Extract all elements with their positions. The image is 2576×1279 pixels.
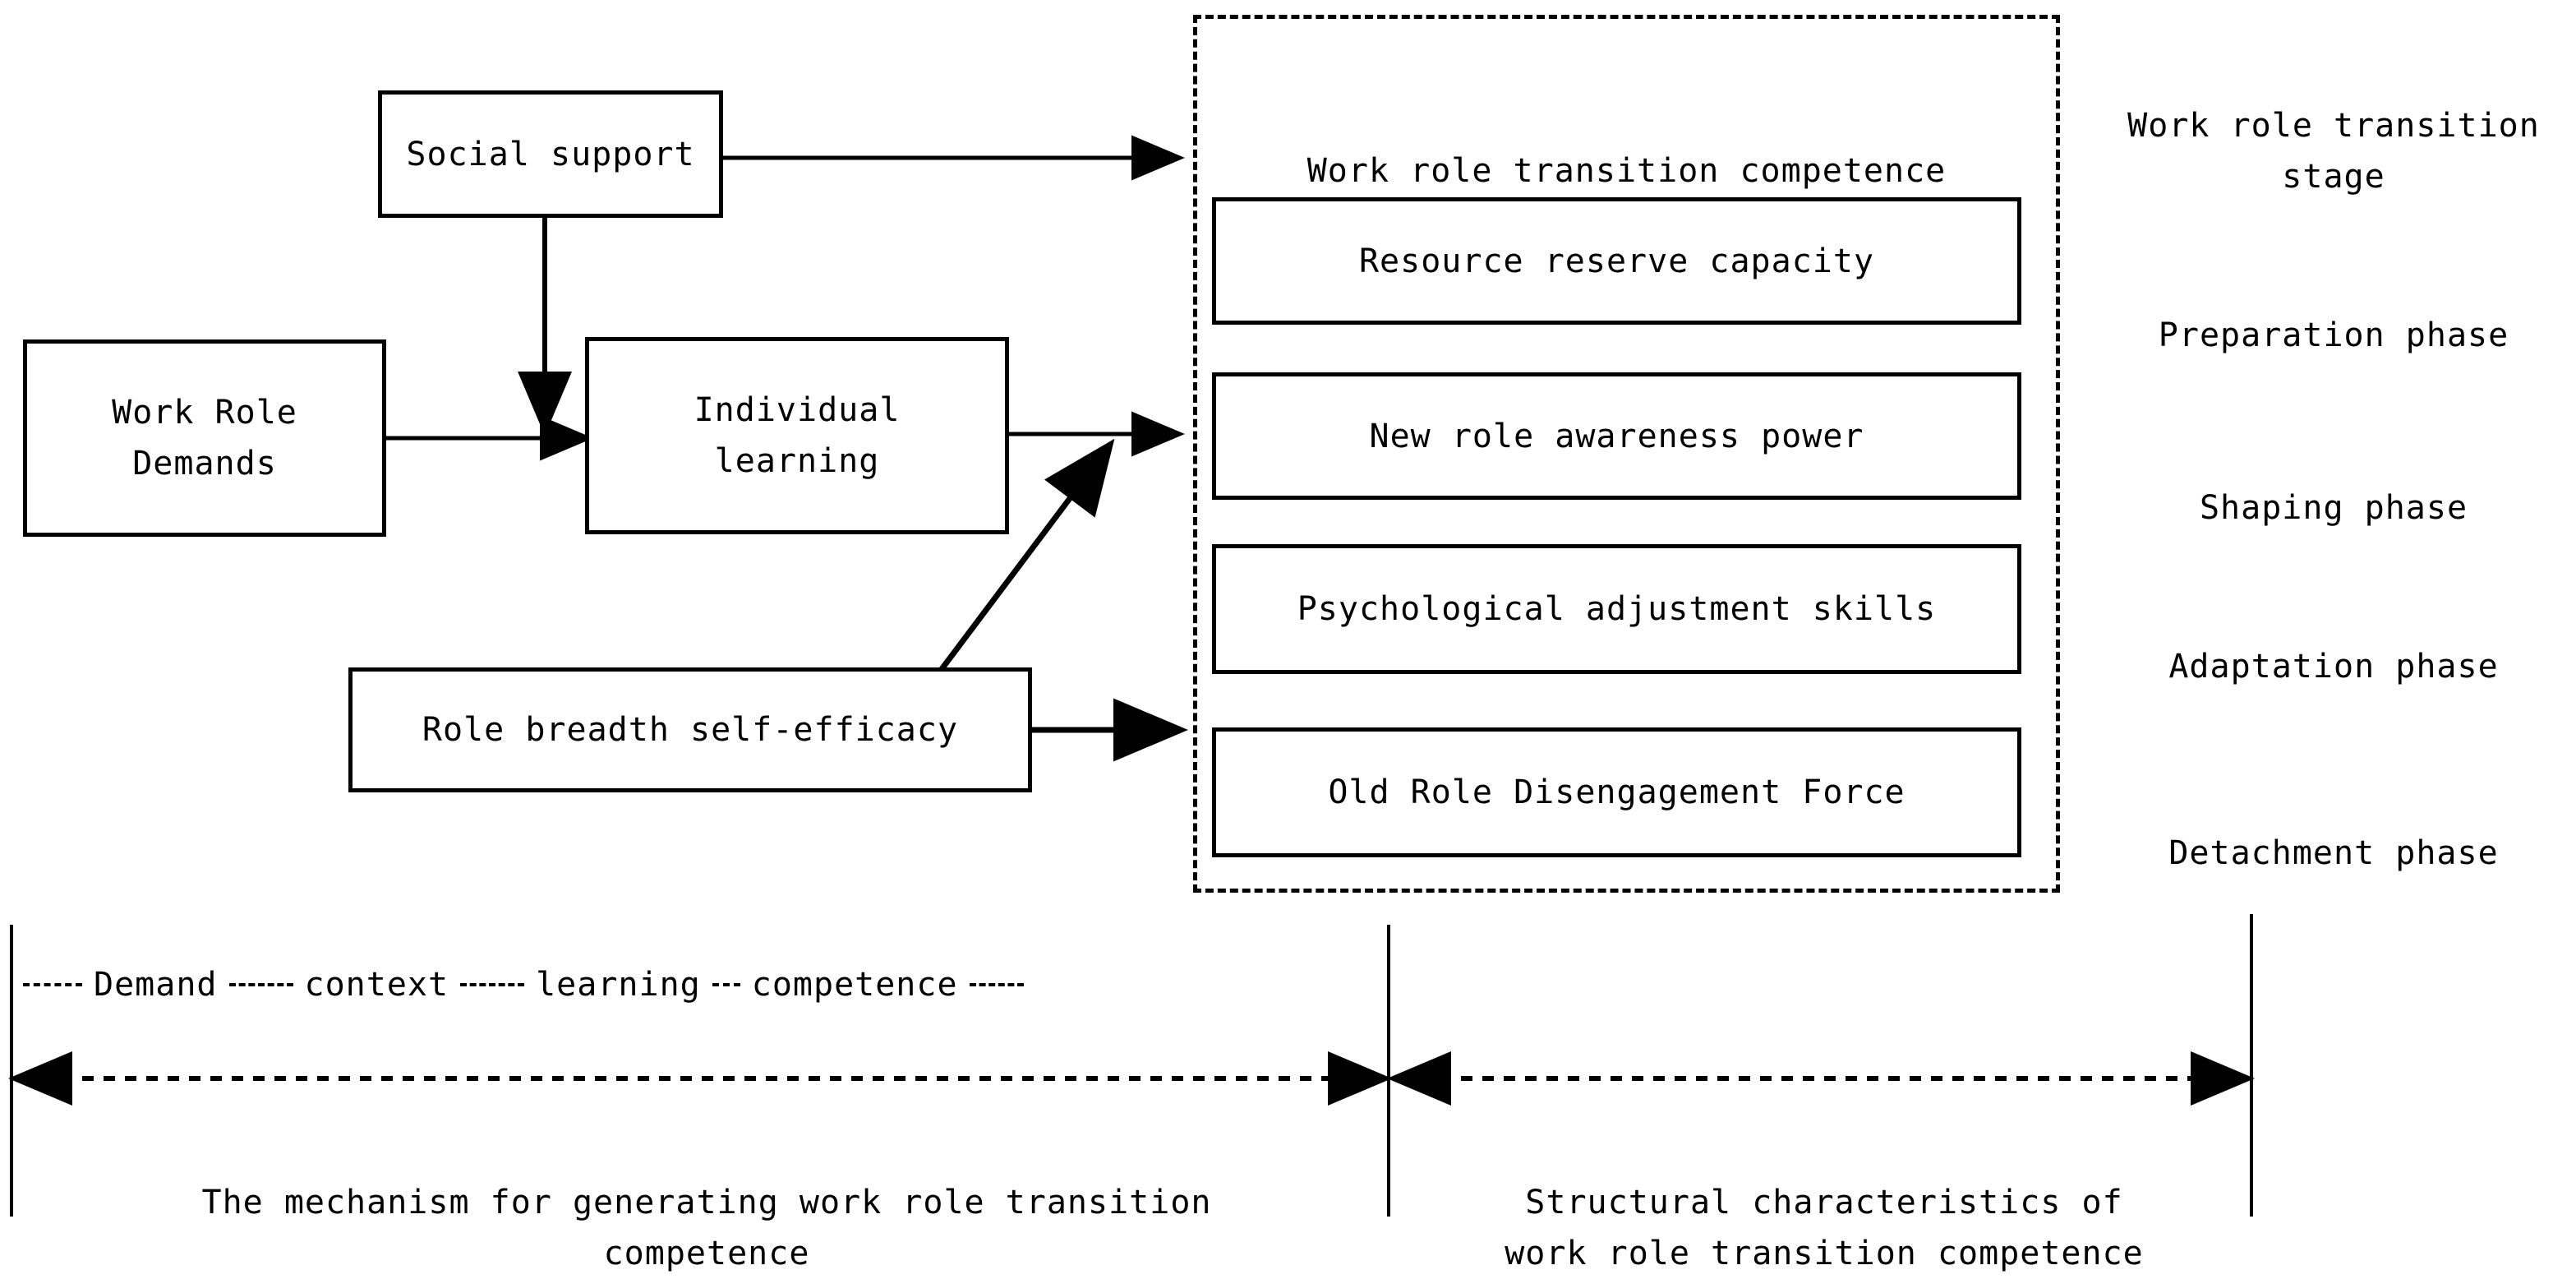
- box-social-support[interactable]: Social support: [378, 90, 723, 218]
- box-psychological-adjustment-skills[interactable]: Psychological adjustment skills: [1212, 544, 2021, 674]
- box-work-role-demands[interactable]: Work Role Demands: [23, 339, 386, 537]
- box-work-role-demands-label: Work Role Demands: [112, 394, 297, 483]
- caption-mechanism-text: The mechanism for generating work role t…: [201, 1184, 1212, 1272]
- box-psychological-adjustment-skills-label: Psychological adjustment skills: [1297, 590, 1937, 628]
- competence-heading: Work role transition competence: [1193, 95, 2060, 196]
- legend-dash-3: [460, 983, 525, 986]
- stage-label-detachment-phase-text: Detachment phase: [2168, 834, 2499, 872]
- box-role-breadth-self-efficacy-label: Role breadth self-efficacy: [422, 711, 959, 749]
- legend-competence-label: competence: [751, 966, 958, 1004]
- box-social-support-label: Social support: [406, 135, 695, 173]
- stage-label-adaptation-phase: Adaptation phase: [2104, 590, 2564, 692]
- stage-label-shaping-phase-text: Shaping phase: [2199, 489, 2468, 527]
- caption-structural-text: Structural characteristics of work role …: [1505, 1184, 2144, 1272]
- stage-label-heading-text: Work role transition stage: [2127, 107, 2540, 196]
- box-old-role-disengagement-force-label: Old Role Disengagement Force: [1328, 773, 1906, 811]
- box-old-role-disengagement-force[interactable]: Old Role Disengagement Force: [1212, 727, 2021, 857]
- box-new-role-awareness-power[interactable]: New role awareness power: [1212, 372, 2021, 500]
- legend-dash-5: [969, 983, 1024, 986]
- caption-structural: Structural characteristics of work role …: [1430, 1126, 2219, 1279]
- legend-demand-label: Demand: [94, 966, 218, 1004]
- legend-context-label: context: [304, 966, 449, 1004]
- legend-learning-label: learning: [536, 966, 701, 1004]
- box-resource-reserve-capacity-label: Resource reserve capacity: [1358, 242, 1875, 280]
- legend-dash-1: [23, 983, 82, 986]
- legend-dash-2: [228, 983, 293, 986]
- competence-heading-label: Work role transition competence: [1306, 152, 1947, 190]
- stage-label-heading: Work role transition stage: [2104, 49, 2564, 202]
- stage-label-shaping-phase: Shaping phase: [2104, 432, 2564, 533]
- box-role-breadth-self-efficacy[interactable]: Role breadth self-efficacy: [348, 667, 1032, 792]
- box-resource-reserve-capacity[interactable]: Resource reserve capacity: [1212, 197, 2021, 325]
- stage-label-detachment-phase: Detachment phase: [2104, 777, 2564, 879]
- legend-dash-4: [712, 983, 740, 986]
- stage-label-preparation-phase: Preparation phase: [2104, 259, 2564, 361]
- box-new-role-awareness-power-label: New role awareness power: [1369, 417, 1864, 455]
- stage-label-preparation-phase-text: Preparation phase: [2158, 316, 2509, 354]
- stage-label-adaptation-phase-text: Adaptation phase: [2168, 648, 2499, 686]
- box-individual-learning-label: Individual learning: [694, 391, 901, 480]
- legend: Demand context learning competence: [15, 966, 1032, 1004]
- box-individual-learning[interactable]: Individual learning: [585, 337, 1009, 534]
- competence-container: [1193, 15, 2060, 893]
- caption-mechanism: The mechanism for generating work role t…: [49, 1126, 1364, 1279]
